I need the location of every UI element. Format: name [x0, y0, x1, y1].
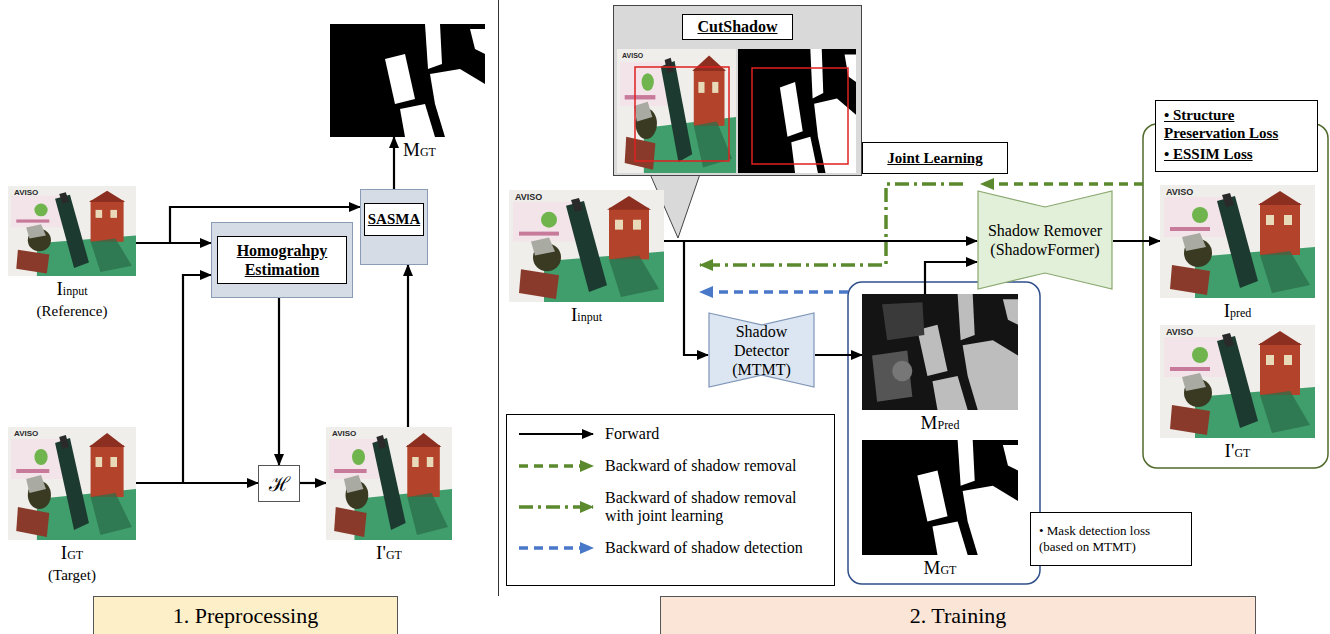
- image-caption: MGT: [924, 558, 957, 580]
- connector-arrow: [815, 354, 862, 356]
- photo-text: AVISO: [14, 188, 38, 198]
- image-caption: Iinput: [57, 279, 88, 301]
- legend-sample: [517, 499, 597, 515]
- box-label: Joint Learning: [887, 149, 982, 167]
- connector-arrow: [300, 482, 326, 484]
- box-label: Homograhpy Estimation: [217, 236, 347, 284]
- photo-text: AVISO: [1166, 327, 1193, 337]
- image-figure: I'GTAVISO: [326, 427, 452, 540]
- photo-text: AVISO: [1166, 187, 1193, 197]
- block-outline: [977, 190, 1113, 290]
- photo-illustration: [1160, 325, 1315, 438]
- image-caption: IGT: [61, 543, 83, 565]
- section-title: 2. Training: [910, 603, 1007, 629]
- network-block: Shadow Remover (ShadowFormer): [977, 190, 1113, 290]
- photo-text: AVISO: [332, 429, 356, 439]
- legend-box: ForwardBackward of shadow removalBackwar…: [506, 414, 835, 586]
- legend-text: Forward: [605, 425, 827, 443]
- network-block: Shadow Detector (MTMT): [708, 312, 815, 388]
- connector-arrow: [664, 240, 977, 242]
- image-caption: MGT: [403, 140, 436, 162]
- process-box: ℋ: [258, 465, 300, 502]
- connector-arrow: [925, 262, 977, 294]
- image-caption: I'GT: [376, 543, 402, 565]
- legend-text: Backward of shadow detection: [605, 539, 827, 557]
- photo-illustration: [326, 427, 452, 540]
- process-box: • Structure Preservation Loss • ESSIM Los…: [1155, 100, 1318, 172]
- image-caption: MPred: [921, 413, 960, 435]
- image-figure: MGT: [330, 24, 485, 137]
- image-caption: Ipred: [1224, 301, 1252, 323]
- connector-arrow: [700, 184, 963, 265]
- mask-illustration: [862, 294, 1018, 410]
- section-band: 2. Training: [660, 596, 1256, 634]
- photo-illustration: [509, 190, 664, 302]
- mask-group-outline: [848, 282, 1040, 584]
- process-box: Homograhpy Estimation: [211, 222, 353, 298]
- connector-arrow: [664, 241, 708, 355]
- output-group-outline: [1143, 124, 1328, 468]
- legend-sample: [517, 540, 597, 556]
- process-box: SASMA: [360, 189, 428, 265]
- image-figure: MPred: [862, 294, 1018, 410]
- image-figure: IinputAVISO: [509, 190, 664, 302]
- photo-illustration: [8, 186, 136, 276]
- image-figure: Iinput(Reference)AVISO: [8, 186, 136, 276]
- connector-arrow: [407, 265, 409, 427]
- image-caption: Iinput: [571, 305, 602, 327]
- legend-sample: [517, 458, 597, 474]
- image-figure: IGT(Target)AVISO: [8, 427, 136, 540]
- photo-text: AVISO: [515, 192, 542, 202]
- cutshadow-illustration: [617, 49, 856, 173]
- callout-panel: CutShadowAVISO: [613, 5, 862, 176]
- legend-sample: [517, 426, 597, 442]
- box-label: • Mask detection loss (based on MTMT): [1039, 523, 1183, 555]
- panel-separator: [498, 0, 499, 596]
- box-label: • Structure Preservation Loss: [1164, 106, 1309, 142]
- connector-arrow: [136, 482, 258, 484]
- connector-arrow: [278, 298, 280, 465]
- photo-illustration: [1160, 185, 1315, 298]
- image-figure: IpredAVISO: [1160, 185, 1315, 298]
- legend-text: Backward of shadow removal: [605, 457, 827, 475]
- mask-illustration: [330, 24, 485, 137]
- image-figure: MGT: [862, 440, 1018, 555]
- connector-arrow: [981, 182, 1143, 186]
- box-label: ℋ: [269, 472, 290, 496]
- block-label: Shadow Remover (ShadowFormer): [985, 221, 1105, 259]
- section-title: 1. Preprocessing: [173, 603, 318, 629]
- connector-arrow: [136, 275, 211, 483]
- connector-arrow: [393, 137, 395, 189]
- process-box: Joint Learning: [862, 142, 1008, 174]
- connector-arrow: [700, 290, 848, 294]
- block-label: Shadow Detector (MTMT): [716, 322, 807, 379]
- image-caption: I'GT: [1225, 441, 1251, 463]
- image-subcaption: (Target): [48, 566, 96, 584]
- photo-text: AVISO: [622, 51, 643, 61]
- section-band: 1. Preprocessing: [93, 596, 398, 634]
- mask-illustration: [862, 440, 1018, 555]
- photo-illustration: [8, 427, 136, 540]
- box-label: • ESSIM Loss: [1164, 145, 1253, 163]
- image-subcaption: (Reference): [37, 302, 108, 320]
- process-box: • Mask detection loss (based on MTMT): [1030, 512, 1192, 566]
- image-figure: I'GTAVISO: [1160, 325, 1315, 438]
- box-label: SASMA: [364, 203, 424, 236]
- photo-text: AVISO: [14, 429, 38, 439]
- legend-text: Backward of shadow removal with joint le…: [605, 489, 827, 525]
- connector-arrow: [1113, 240, 1160, 242]
- callout-title: CutShadow: [682, 14, 792, 40]
